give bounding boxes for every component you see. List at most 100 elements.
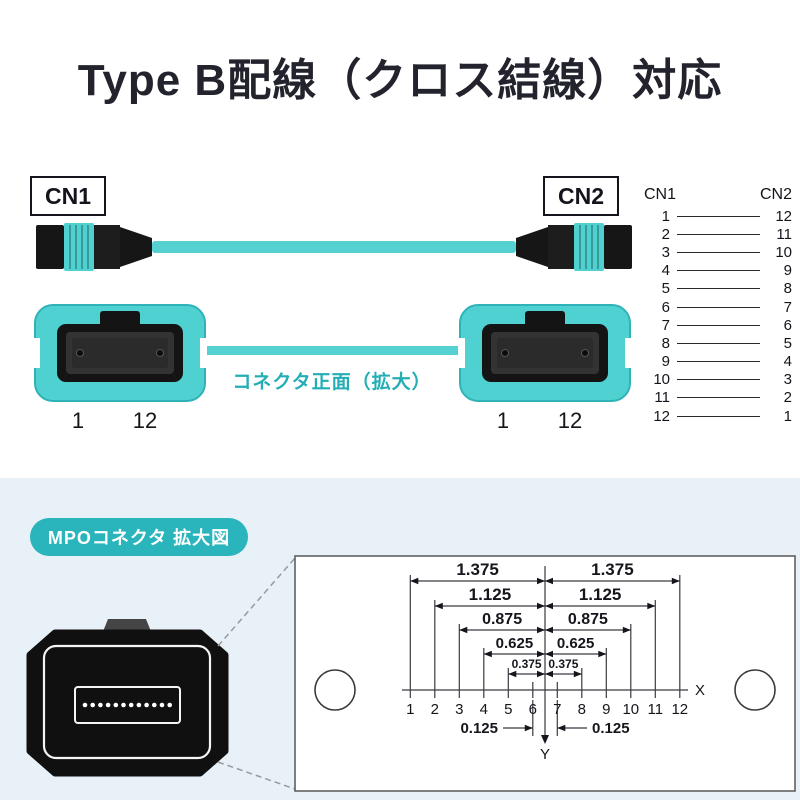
dim-0125-right: 0.125 [592, 720, 630, 737]
dim-0875-left: 0.875 [482, 611, 522, 628]
cn1-pin: 3 [661, 243, 670, 261]
dim-1375-left: 1.375 [456, 560, 499, 579]
map-wire [677, 215, 760, 217]
pin-label: 1 [406, 701, 414, 718]
pin-map-row: 10 3 [644, 371, 792, 389]
cn1-pin: 11 [654, 389, 670, 407]
map-wire [677, 306, 760, 308]
dim-0625-left: 0.625 [496, 635, 534, 652]
pin1-number: 1 [72, 408, 84, 433]
pin-label: 4 [480, 701, 488, 718]
pin12-number: 12 [133, 408, 157, 433]
map-wire [677, 288, 760, 290]
pin-label: 8 [578, 701, 586, 718]
cn1-pin: 7 [661, 316, 670, 334]
cn1-pin: 1 [661, 207, 670, 225]
map-wire [677, 415, 760, 417]
pin-map-row: 1 12 [644, 207, 792, 225]
guide-hole-right [734, 669, 776, 711]
cn2-pin: 2 [783, 389, 792, 407]
map-wire [677, 270, 760, 272]
cn1-pin: 4 [661, 262, 670, 280]
pin-position-labels: 1 2 3 4 5 6 7 8 9 10 11 12 [406, 701, 688, 718]
cn2-pin: 7 [783, 298, 792, 316]
page-title: Type B配線（クロス結線）対応 [77, 56, 723, 105]
cn2-pin: 8 [783, 280, 792, 298]
ferrule-outline [74, 686, 181, 724]
extension-lines [409, 566, 681, 744]
front-views: 1 12 コネクタ正面（拡大） 1 12 [33, 304, 632, 433]
guide-pin-hole [156, 349, 164, 357]
pin-label: 10 [622, 701, 639, 718]
pin12-number: 12 [558, 408, 582, 433]
cn2-pin: 1 [783, 407, 792, 425]
connector-silhouette [26, 619, 229, 777]
cn1-pin: 5 [661, 280, 670, 298]
front-view-caption: コネクタ正面（拡大） [232, 370, 431, 393]
pin-label: 3 [455, 701, 463, 718]
front-view-right: 1 12 [458, 304, 632, 433]
map-wire [677, 397, 760, 399]
pin-label: 5 [504, 701, 512, 718]
map-wire [677, 233, 760, 235]
cn1-pin: 10 [653, 371, 670, 389]
pin-label: 9 [602, 701, 610, 718]
zoom-leader-top [217, 557, 296, 647]
dim-0625-right: 0.625 [557, 635, 595, 652]
dimension-rows: 1.375 1.375 1.125 1.125 0.875 0.875 0.62… [410, 560, 680, 737]
pin-label: 7 [553, 701, 561, 718]
pin-map-row: 12 1 [644, 407, 792, 425]
pin-label: 11 [648, 701, 664, 718]
cn1-pin: 6 [661, 298, 670, 316]
dim-0125-left: 0.125 [460, 720, 498, 737]
cn2-pin: 4 [783, 353, 792, 371]
zoom-leader-bottom [217, 761, 296, 790]
pin-label: 12 [671, 701, 688, 718]
dim-1375-right: 1.375 [591, 560, 634, 579]
cn1-pin: 12 [653, 407, 670, 425]
dim-0375-left: 0.375 [512, 657, 542, 671]
cn1-pin: 8 [661, 334, 670, 352]
mpo-plug-left [36, 223, 152, 271]
x-axis-label: X [695, 682, 705, 699]
mpo-detail-section: MPOコネクタ 拡大図 [0, 478, 800, 800]
pin-map-row: 2 11 [644, 225, 792, 243]
map-header-cn1: CN1 [644, 186, 677, 203]
pin-label: 2 [431, 701, 439, 718]
cn1-label: CN1 [30, 176, 106, 216]
cn2-pin: 6 [783, 316, 792, 334]
pin-label: 6 [529, 701, 537, 718]
cn1-pin: 9 [661, 353, 670, 371]
cn2-pin: 9 [783, 262, 792, 280]
magnified-view-badge: MPOコネクタ 拡大図 [30, 518, 248, 556]
fiber-dots [82, 702, 172, 708]
dim-1125-right: 1.125 [579, 585, 622, 604]
guide-pin-hole [581, 349, 589, 357]
cn2-pin: 5 [783, 334, 792, 352]
y-axis-label: Y [540, 746, 550, 763]
guide-pin-hole [76, 349, 84, 357]
cn1-pin: 2 [661, 225, 670, 243]
y-axis-arrow [541, 735, 549, 744]
guide-pin-hole [501, 349, 509, 357]
fiber-cable [152, 241, 516, 253]
pin-map-header: CN1 CN2 [644, 186, 792, 207]
pin-map-row: 11 2 [644, 389, 792, 407]
map-wire [677, 324, 760, 326]
cn2-pin: 11 [776, 225, 792, 243]
cn2-pin: 12 [775, 207, 792, 225]
dim-0875-right: 0.875 [568, 611, 608, 628]
dim-0375-right: 0.375 [548, 657, 578, 671]
pin1-number: 1 [497, 408, 509, 433]
map-wire [677, 361, 760, 363]
guide-hole-left [314, 669, 356, 711]
cn2-pin: 3 [783, 371, 792, 389]
map-header-cn2: CN2 [759, 186, 792, 203]
mpo-plug-right [516, 223, 632, 271]
map-wire [677, 379, 760, 381]
